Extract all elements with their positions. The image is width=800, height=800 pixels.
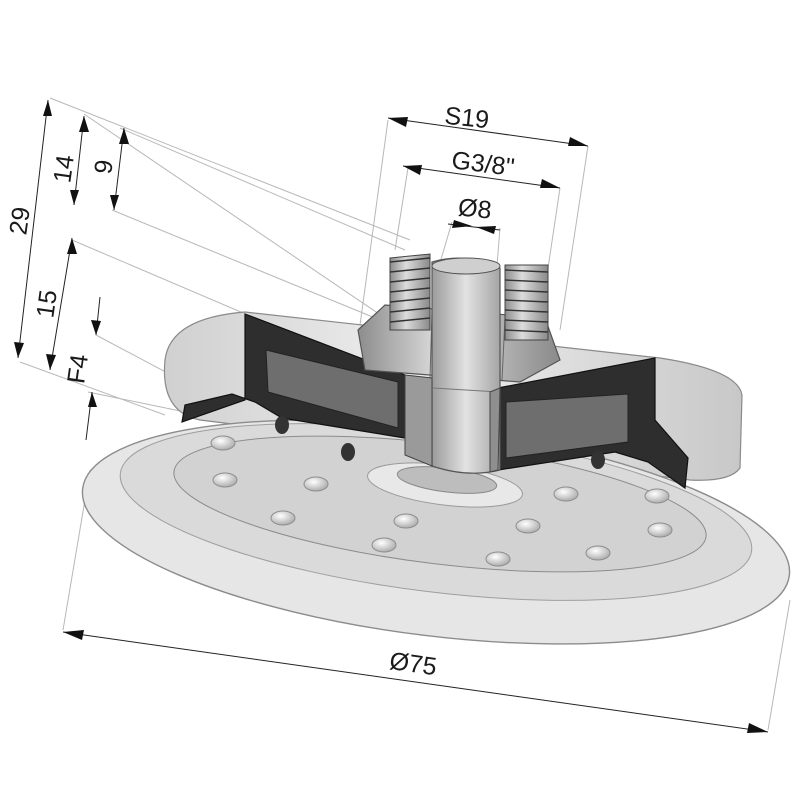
dimension-labels: S19 G3/8" Ø8 Ø75 29 14 9 15 F4: [4, 102, 516, 681]
cutaway-right: [497, 357, 689, 490]
label-thread-length: 9: [89, 158, 119, 176]
label-upper-height: 14: [48, 153, 80, 185]
dimension-lines: [14, 99, 769, 733]
arrowhead: [88, 392, 97, 407]
arrowhead: [14, 342, 24, 358]
arrowhead: [91, 320, 101, 335]
label-lip-height: F4: [62, 352, 94, 385]
threaded-fitting: [389, 253, 549, 474]
label-cup-diameter: Ø75: [388, 647, 439, 681]
arrowhead: [388, 117, 408, 127]
arrowhead: [67, 238, 77, 254]
arrowhead: [70, 190, 79, 205]
support-dimples: [210, 435, 673, 567]
arrowhead: [110, 195, 119, 210]
arrowhead: [43, 100, 52, 116]
arrowhead: [540, 179, 560, 188]
label-lower-height: 15: [31, 288, 63, 319]
label-bore: Ø8: [457, 193, 493, 224]
arrowhead: [476, 226, 496, 234]
arrowhead: [747, 723, 768, 733]
arrowhead: [46, 354, 56, 370]
arrowhead: [403, 165, 422, 175]
arrowhead: [452, 220, 472, 228]
label-overall-height: 29: [4, 205, 36, 236]
extension-lines: [19, 97, 791, 731]
label-hex-size: S19: [443, 102, 490, 134]
arrowhead: [568, 137, 588, 146]
arrowhead: [79, 116, 89, 132]
label-thread: G3/8": [450, 146, 516, 181]
arrowhead: [119, 128, 129, 144]
arrowhead: [63, 630, 84, 640]
